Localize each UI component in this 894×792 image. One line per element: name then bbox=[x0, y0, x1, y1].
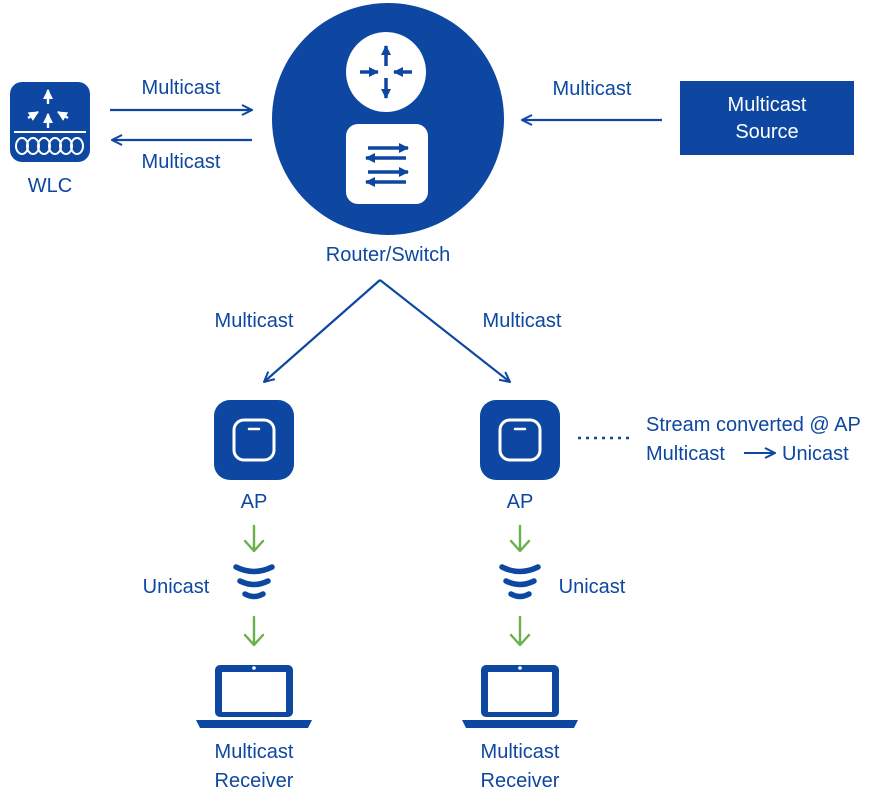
wlc-router-link: Multicast Multicast bbox=[110, 77, 252, 173]
multicast-source-box bbox=[680, 81, 854, 155]
switch-icon bbox=[346, 124, 428, 204]
wlc-label: WLC bbox=[28, 175, 72, 197]
receiver-right-line1: Multicast bbox=[481, 741, 560, 763]
receiver-left-line2: Receiver bbox=[215, 770, 294, 792]
multicast-source-node: Multicast Source bbox=[680, 81, 854, 155]
conversion-note: Stream converted @ AP Multicast Unicast bbox=[578, 414, 861, 465]
edge-label-source-to-router: Multicast bbox=[553, 78, 632, 100]
laptop-icon bbox=[196, 665, 312, 728]
edge-label-router-to-wlc: Multicast bbox=[142, 151, 221, 173]
unicast-right-label: Unicast bbox=[559, 576, 626, 598]
wlc-controller-icon bbox=[10, 82, 90, 162]
edge-label-wlc-to-router: Multicast bbox=[142, 77, 221, 99]
source-router-link: Multicast bbox=[522, 78, 662, 120]
source-label-line2: Source bbox=[735, 121, 798, 143]
note-line1: Stream converted @ AP bbox=[646, 414, 861, 436]
router-switch-circle bbox=[272, 3, 504, 235]
access-point-icon bbox=[214, 400, 294, 480]
left-unicast-chain: Unicast Multicast Receiver bbox=[143, 524, 312, 792]
unicast-left-label: Unicast bbox=[143, 576, 210, 598]
router-switch-label: Router/Switch bbox=[326, 244, 451, 266]
ap-right-node: AP bbox=[480, 400, 560, 513]
edge-label-router-to-ap-right: Multicast bbox=[483, 310, 562, 332]
green-down-arrow-icon bbox=[243, 615, 265, 647]
right-unicast-chain: Unicast Multicast Receiver bbox=[462, 524, 626, 792]
wifi-signal-icon bbox=[233, 564, 275, 600]
laptop-icon bbox=[462, 665, 578, 728]
ap-left-label: AP bbox=[241, 491, 268, 513]
router-ap-links: Multicast Multicast bbox=[215, 279, 562, 382]
note-line2-from: Multicast bbox=[646, 443, 725, 465]
wlc-node: WLC bbox=[10, 82, 90, 197]
ap-right-label: AP bbox=[507, 491, 534, 513]
source-label-line1: Multicast bbox=[728, 94, 807, 116]
green-down-arrow-icon bbox=[243, 524, 265, 553]
wifi-signal-icon bbox=[499, 564, 541, 600]
arrow-router-to-ap-left bbox=[264, 279, 381, 382]
note-line2-to: Unicast bbox=[782, 443, 849, 465]
receiver-right-line2: Receiver bbox=[481, 770, 560, 792]
green-down-arrow-icon bbox=[509, 524, 531, 553]
receiver-left-line1: Multicast bbox=[215, 741, 294, 763]
edge-label-router-to-ap-left: Multicast bbox=[215, 310, 294, 332]
router-switch-node: Router/Switch bbox=[272, 3, 504, 266]
router-icon bbox=[346, 32, 426, 112]
access-point-icon bbox=[480, 400, 560, 480]
green-down-arrow-icon bbox=[509, 615, 531, 647]
arrow-router-to-ap-right bbox=[379, 279, 510, 382]
ap-left-node: AP bbox=[214, 400, 294, 513]
